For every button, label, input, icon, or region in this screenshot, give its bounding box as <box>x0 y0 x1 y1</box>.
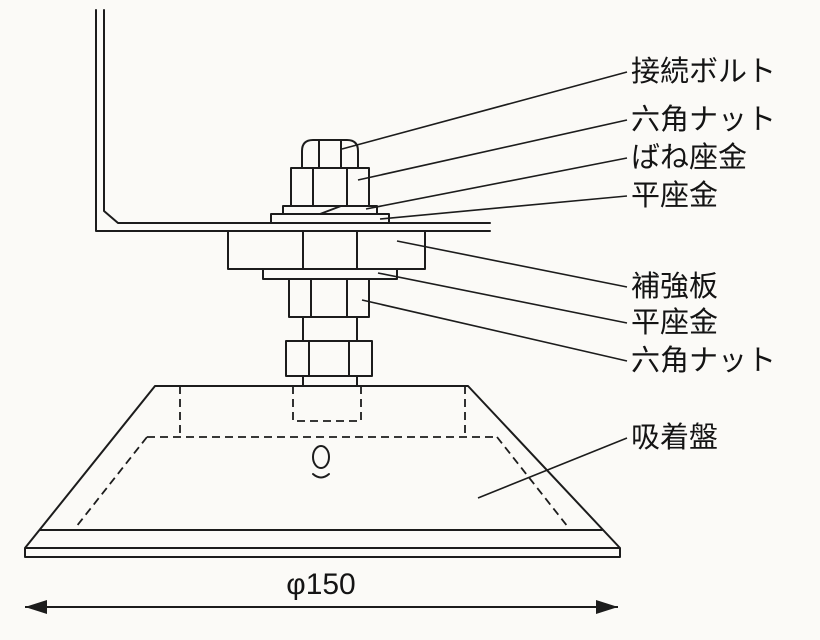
label-suction-pad: 吸着盤 <box>631 421 718 454</box>
label-spring-washer: ばね座金 <box>631 141 747 174</box>
hex-nut-middle-facets <box>310 278 348 318</box>
hex-nut-middle <box>288 278 370 318</box>
dimension-arrow-left <box>25 600 47 614</box>
suction-pad-hidden-cavity <box>75 386 569 528</box>
hex-nut-upper-facets <box>312 167 348 207</box>
label-reinforcement-plate: 補強板 <box>631 270 718 303</box>
hex-nut-upper <box>290 167 370 207</box>
hex-nut-lower <box>285 340 373 377</box>
leader-hex-nut-upper <box>357 119 628 181</box>
suction-pad-outline <box>24 385 621 558</box>
spring-washer-split <box>319 205 342 215</box>
vent-hole-mark <box>312 473 330 479</box>
flat-washer-upper <box>270 213 390 224</box>
bolt-head-facets <box>318 140 342 169</box>
label-hex-nut-lower: 六角ナット <box>631 344 776 377</box>
vent-hole <box>312 445 330 469</box>
leader-flat-washer-lower <box>377 272 628 324</box>
dimension-arrow-right <box>596 600 618 614</box>
leader-suction-pad <box>477 437 628 499</box>
label-connection-bolt: 接続ボルト <box>631 55 776 88</box>
label-flat-washer-lower: 平座金 <box>631 306 718 339</box>
reinforcement-plate <box>227 230 426 270</box>
embedded-nut-hidden <box>292 386 362 422</box>
leader-hex-nut-lower <box>361 299 628 362</box>
leader-reinforcement-plate <box>396 240 628 288</box>
leader-spring-washer <box>365 157 628 210</box>
flat-washer-lower <box>262 268 398 280</box>
hex-nut-lower-facets <box>308 340 350 377</box>
bolt-head <box>301 139 359 169</box>
bolt-shank <box>302 230 358 387</box>
dimension-label: φ150 <box>286 568 356 601</box>
label-hex-nut-upper: 六角ナット <box>631 103 776 136</box>
leader-flat-washer-upper <box>379 195 628 220</box>
leader-connection-bolt <box>341 71 628 150</box>
label-flat-washer-upper: 平座金 <box>631 179 718 212</box>
